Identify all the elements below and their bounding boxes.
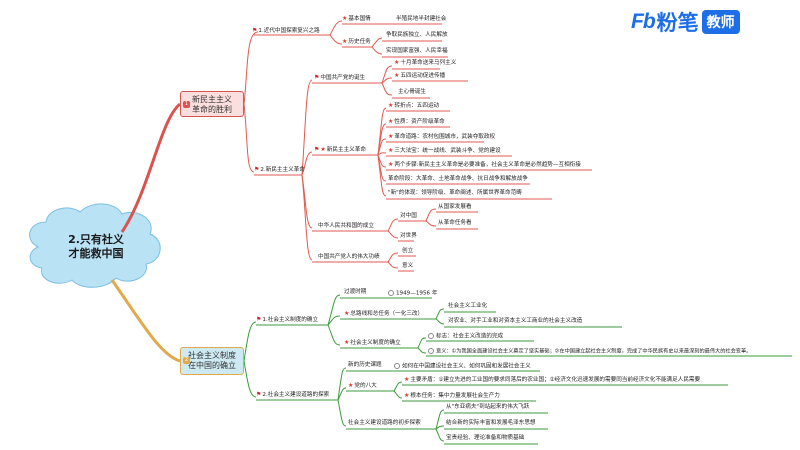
topic-node[interactable]: ★党的八大 [348, 382, 377, 389]
central-topic[interactable]: 2.只有社义 才能救中国 [50, 233, 142, 261]
main-topic-line1: 社会主义制度 [188, 351, 236, 360]
circle-icon [428, 333, 434, 339]
star-icon: ★ [388, 118, 394, 125]
leaf-node[interactable]: 对世界 [400, 233, 417, 239]
main-topic-line1: 新民主主义 [192, 95, 232, 104]
circle-icon [388, 290, 394, 296]
subtopic-node[interactable]: ⚑1.社会主义制度的确立 [256, 316, 319, 323]
topic-node[interactable]: 中国共产党人的伟大功绩 [318, 254, 380, 260]
subtopic-node[interactable]: ⚑2.社会主义建设道路的探索 [256, 391, 330, 398]
star-icon: ★ [320, 146, 326, 153]
flag-icon: ⚑ [314, 74, 320, 81]
leaf-node[interactable]: 意义：①为我国全面建设社会主义奠定了坚实基础；②在中国建立起社会主义制度，完成了… [428, 348, 751, 355]
topic-node[interactable]: 过渡时期 [344, 289, 367, 295]
star-icon: ★ [404, 392, 410, 399]
main-topic-line2: 革命的胜利 [192, 105, 232, 114]
logo-name: 粉笔 [656, 11, 699, 35]
star-icon: ★ [342, 38, 348, 45]
leaf-node[interactable]: 如何在中国建设社会主义、如何巩固和发展社会主义 [394, 363, 531, 370]
leaf-node[interactable]: ★性质：资产阶级革命 [388, 118, 445, 125]
leaf-node[interactable]: 革命阶段：大革命、土地革命战争、抗日战争和解放战争 [388, 176, 528, 182]
star-icon: ★ [344, 339, 350, 346]
leaf-node[interactable]: 对农业、对手工业和对资本主义工商业的社会主义改造 [448, 318, 583, 324]
leaf-node[interactable]: 主心骨诞生 [398, 89, 426, 95]
flag-icon: ⚑ [254, 166, 260, 173]
leaf-node[interactable]: 社会主义工业化 [448, 303, 488, 309]
topic-node[interactable]: ★基本国情 [342, 15, 371, 22]
star-icon: ★ [394, 72, 400, 79]
leaf-node[interactable]: ★主要矛盾：①建立先进的工业国的要求同落后的农业国；②经济文化迅速发展的需要同当… [404, 376, 701, 383]
star-icon: ★ [404, 376, 410, 383]
leaf-node[interactable]: ★转折点：五四运动 [388, 102, 440, 109]
topic-node[interactable]: 社会主义建设道路的初步探索 [348, 420, 421, 426]
leaf-node[interactable]: 标志：社会主义改造的完成 [428, 333, 503, 340]
leaf-node[interactable]: 从国家发展看 [438, 204, 472, 210]
star-icon: ★ [388, 133, 394, 140]
brand-logo: Fb 粉笔 教师 [631, 7, 740, 37]
topic-node[interactable]: ⚑中国共产党的诞生 [314, 74, 366, 81]
topic-node[interactable]: 中华人民共和国的成立 [318, 223, 374, 229]
star-icon: ★ [348, 382, 354, 389]
leaf-node[interactable]: 1949—1956 年 [388, 290, 437, 297]
topic-node[interactable]: ★总路线和总任务（一化三改） [344, 310, 424, 317]
star-icon: ★ [342, 15, 348, 22]
priority-badge: 1 [183, 101, 190, 108]
leaf-node[interactable]: 争取民族独立、人民解放 [386, 32, 448, 38]
leaf-node[interactable]: ★三大法宝：统一战线、武装斗争、党的建设 [388, 147, 501, 154]
leaf-node[interactable]: 半殖民地半封建社会 [396, 16, 447, 22]
topic-node[interactable]: ⚑★新民主主义革命 [314, 146, 366, 153]
leaf-node[interactable]: 宝贵经验、理论准备和物质基础 [446, 435, 525, 441]
leaf-node[interactable]: ★两个步骤:新民主主义革命是必要准备，社会主义革命是必然趋势—互相衔接 [388, 161, 581, 168]
topic-node[interactable]: ★历史任务 [342, 38, 371, 45]
priority-badge: 2 [183, 357, 190, 364]
flag-icon: ⚑ [256, 316, 262, 323]
leaf-node[interactable]: 实现国家富强、人民幸福 [386, 48, 448, 54]
star-icon: ★ [394, 59, 400, 66]
circle-icon [428, 348, 434, 354]
leaf-node[interactable]: ★根本任务：集中力量发展社会生产力 [404, 392, 500, 399]
leaf-node[interactable]: 从革命任务看 [438, 220, 472, 226]
leaf-node[interactable]: 结合新的实际丰富和发展毛泽东思想 [446, 420, 536, 426]
star-icon: ★ [344, 310, 350, 317]
topic-node[interactable]: 对中国 [400, 213, 417, 219]
star-icon: ★ [388, 161, 394, 168]
main-topic-new-democratic-revolution[interactable]: 1 新民主主义 革命的胜利 [180, 91, 244, 117]
flag-icon: ⚑ [256, 391, 262, 398]
leaf-node[interactable]: "新"的体现：领导阶级、革命阐述、所属世界革命范畴 [388, 190, 522, 196]
leaf-node[interactable]: ★五四运动促进传播 [394, 72, 446, 79]
logo-mark: Fb [631, 10, 656, 33]
subtopic-node[interactable]: ⚑1.近代中国探索复兴之路 [252, 27, 320, 34]
leaf-node[interactable]: 创立 [402, 248, 414, 254]
star-icon: ★ [388, 147, 394, 154]
leaf-node[interactable]: ★十月革命送来马列主义 [394, 59, 457, 66]
central-topic-line1: 2.只有社义 [68, 233, 124, 246]
leaf-node[interactable]: 从"东亚病夫"到站起来的伟大飞跃 [446, 404, 530, 410]
flag-icon: ⚑ [314, 146, 320, 153]
logo-tag: 教师 [701, 10, 740, 34]
star-icon: ★ [388, 102, 394, 109]
main-topic-line2: 在中国的确立 [188, 361, 236, 370]
subtopic-node[interactable]: ⚑2.新民主主义革命 [254, 166, 305, 173]
main-topic-socialist-system[interactable]: 2 社会主义制度 在中国的确立 [180, 347, 244, 375]
flag-icon: ⚑ [252, 27, 258, 34]
topic-node[interactable]: ★社会主义制度的确立 [344, 339, 401, 346]
topic-node[interactable]: 新的历史课题 [348, 362, 382, 368]
circle-icon [394, 363, 400, 369]
central-topic-line2: 才能救中国 [68, 247, 124, 260]
leaf-node[interactable]: 意义 [402, 263, 414, 269]
leaf-node[interactable]: ★革命道路：农村包围城市，武装夺取政权 [388, 133, 496, 140]
